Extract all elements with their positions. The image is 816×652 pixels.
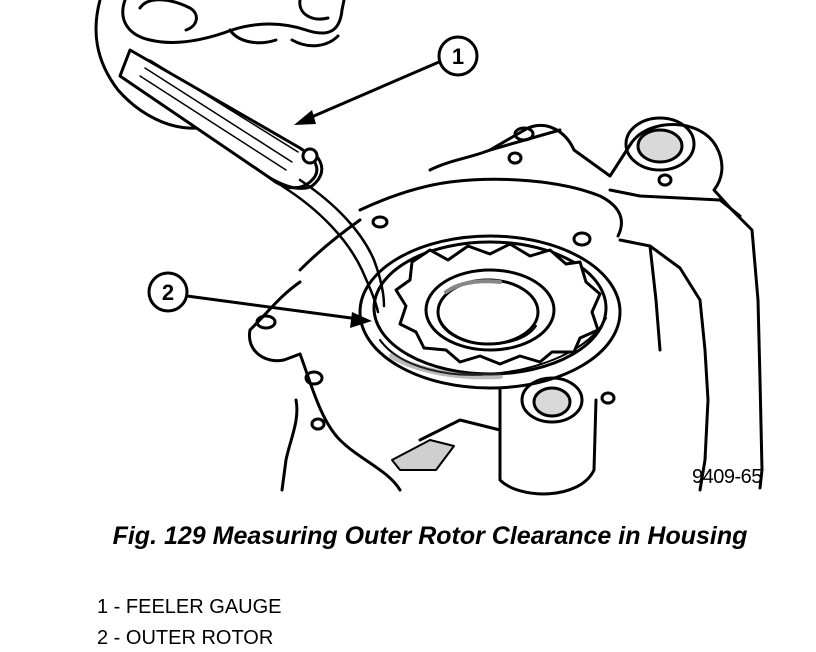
figure-plate-number: 9409-65 (692, 466, 762, 488)
feeler-gauge (118, 48, 386, 314)
oil-pump-illustration: 1 2 (94, 0, 764, 496)
outer-rotor (394, 242, 602, 366)
callout-2: 2 (147, 271, 372, 328)
callout-1: 1 (294, 35, 479, 125)
rotor-cavity (358, 234, 622, 390)
lower-port (391, 376, 598, 496)
callout-1-number: 1 (452, 44, 464, 69)
legend-item-outer-rotor: 2 - OUTER ROTOR (97, 627, 274, 649)
upper-boss (624, 116, 696, 172)
figure-caption: Fig. 129 Measuring Outer Rotor Clearance… (112, 522, 748, 550)
callout-2-number: 2 (162, 280, 174, 305)
legend-item-feeler-gauge: 1 - FEELER GAUGE (97, 596, 282, 618)
pump-housing (247, 123, 764, 492)
